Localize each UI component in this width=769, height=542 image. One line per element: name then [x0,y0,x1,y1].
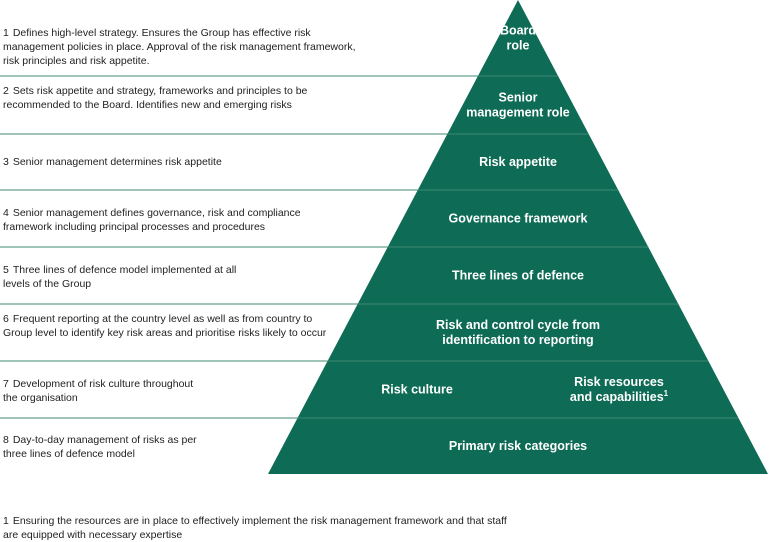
tier-description-text: Frequent reporting at the country level … [3,313,327,339]
tier-description-text: Senior management determines risk appeti… [12,156,222,168]
tier-label-3: Risk appetite [479,155,557,169]
tier-label-7-left: Risk culture [381,383,453,397]
tier-number: 7 [3,378,9,390]
tier-description-text: Defines high-level strategy. Ensures the… [3,27,356,67]
tier-description-text: Sets risk appetite and strategy, framewo… [3,85,308,111]
tier-number: 3 [3,156,9,168]
footnote-text: Ensuring the resources are in place to e… [3,515,507,541]
tier-label-4: Governance framework [449,212,588,226]
tier-description-text: Senior management defines governance, ri… [3,207,301,233]
tier-label-8: Primary risk categories [449,439,587,453]
tier-number: 5 [3,264,9,276]
tier-number: 6 [3,313,9,325]
tier-description-text: Three lines of defence model implemented… [3,264,237,290]
tier-number: 4 [3,207,9,219]
tier-label-5: Three lines of defence [452,269,584,283]
pyramid-shape [268,0,768,474]
footnote-number: 1 [3,515,9,527]
tier-number: 1 [3,27,9,39]
tier-description-text: Day-to-day management of risks as per th… [3,434,197,460]
tier-number: 2 [3,85,9,97]
tier-number: 8 [3,434,9,446]
tier-description-text: Development of risk culture throughout t… [3,378,194,404]
